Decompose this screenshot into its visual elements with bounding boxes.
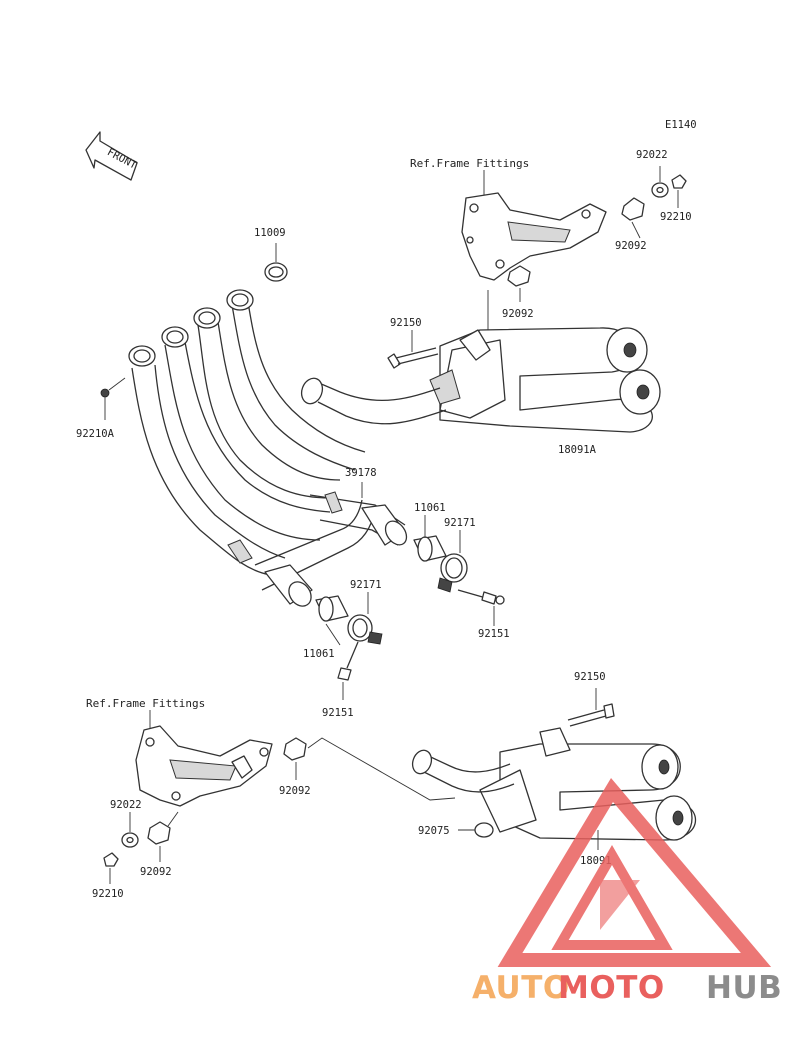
- muffler-18091: [411, 727, 697, 841]
- bolt-92151-left: [337, 641, 359, 700]
- bolt-92151-right: [457, 589, 505, 626]
- nut-92092-top-b: [507, 265, 531, 302]
- label-92075: 92075: [418, 825, 450, 837]
- clamp-92171-right: [437, 530, 468, 593]
- nut-92210A: [100, 377, 126, 420]
- clamp-92171-left: [347, 592, 383, 645]
- frame-bracket-top: [461, 192, 607, 281]
- label-92092-bottom-a: 92092: [279, 785, 311, 797]
- bolt-92150-top: [387, 330, 439, 369]
- washer-92022-bottom: [121, 812, 139, 848]
- diagram-code: E1140: [665, 119, 697, 131]
- nut-92092-top-a: [621, 197, 645, 239]
- label-92210-top: 92210: [660, 211, 692, 223]
- nut-92092-bottom-a: [283, 737, 307, 780]
- ref-frame-bottom: Ref.Frame Fittings: [86, 697, 205, 710]
- label-11061-left: 11061: [303, 648, 335, 660]
- wordmark-hub: HUB: [706, 970, 782, 1006]
- label-92092-bottom-b: 92092: [140, 866, 172, 878]
- label-92150-top: 92150: [390, 317, 422, 329]
- header-flanges: [128, 289, 254, 367]
- label-92092-top-b: 92092: [502, 308, 534, 320]
- label-92210A: 92210A: [76, 428, 115, 440]
- label-11009: 11009: [254, 227, 286, 239]
- label-92210-bottom: 92210: [92, 888, 124, 900]
- label-92022-bottom: 92022: [110, 799, 142, 811]
- label-92151-left: 92151: [322, 707, 354, 719]
- gasket-11061-right: [413, 515, 447, 562]
- nut-92210-top: [671, 174, 687, 208]
- label-18091A: 18091A: [558, 444, 597, 456]
- label-92171-left: 92171: [350, 579, 382, 591]
- automotohub-logo-icon: [497, 778, 772, 967]
- label-92150-bottom: 92150: [574, 671, 606, 683]
- label-92092-top-a: 92092: [615, 240, 647, 252]
- bolt-92150-bottom: [567, 688, 615, 727]
- gasket-11061-left: [315, 595, 349, 646]
- label-92022-top: 92022: [636, 149, 668, 161]
- frame-bracket-bottom: [135, 725, 273, 807]
- wordmark-moto: MOTO: [558, 970, 665, 1006]
- washer-92022-top: [651, 166, 669, 198]
- ref-frame-top: Ref.Frame Fittings: [410, 157, 529, 170]
- label-92171-right: 92171: [444, 517, 476, 529]
- header-pipes: [131, 301, 408, 607]
- label-11061-right: 11061: [414, 502, 446, 514]
- gasket-11009: [264, 243, 288, 282]
- nut-92092-bottom-b: [147, 811, 179, 862]
- muffler-18091A: [300, 327, 661, 433]
- label-39178: 39178: [345, 467, 377, 479]
- label-92151-right: 92151: [478, 628, 510, 640]
- wordmark-auto: AUTO: [472, 970, 570, 1006]
- front-arrow-icon: FRONT: [85, 131, 139, 181]
- automotohub-wordmark: AUTO MOTO HUB: [472, 970, 782, 1006]
- nut-92210-bottom: [103, 852, 119, 884]
- grommet-92075: [458, 822, 494, 838]
